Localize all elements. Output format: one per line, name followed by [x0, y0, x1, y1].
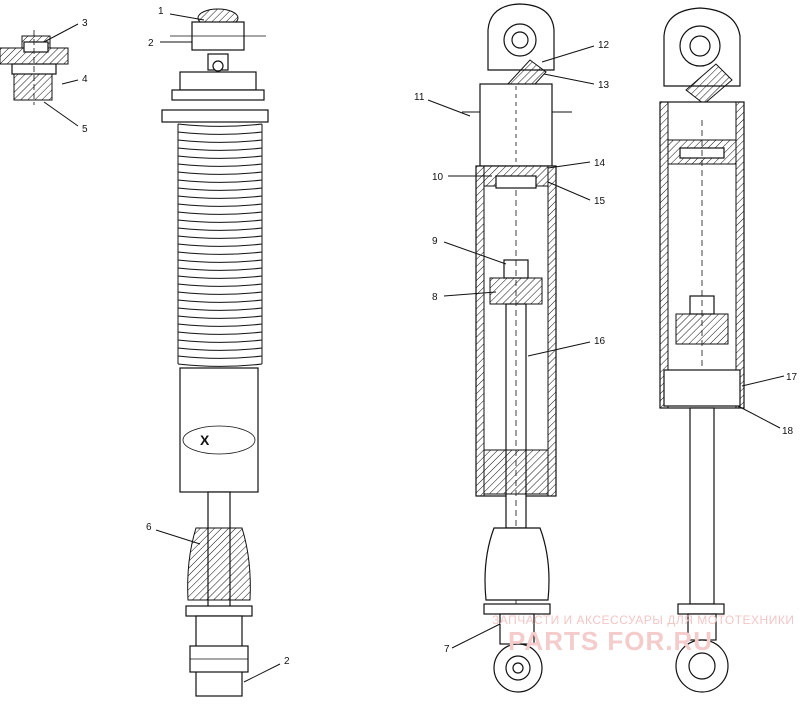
callout-3: 3 — [82, 18, 88, 29]
watermark: ЗАПЧАСТИ И АКСЕССУАРЫ ДЛЯ МОТОТЕХНИКИ PA… — [492, 613, 794, 656]
spring-coil — [177, 363, 263, 367]
spring-coil — [177, 283, 263, 287]
callout-1: 1 — [158, 6, 164, 17]
spring-coil — [177, 235, 263, 239]
spring-coil — [177, 219, 263, 223]
spring-coil — [177, 299, 263, 303]
spring-coil — [177, 307, 263, 311]
callout-15: 15 — [594, 196, 606, 207]
callout-11: 11 — [414, 92, 425, 103]
watermark-logo: PARTS FOR.RU — [508, 626, 713, 656]
spring-coil — [177, 155, 263, 159]
bushing-detail-inset — [0, 30, 69, 105]
watermark-tagline: ЗАПЧАСТИ И АКСЕССУАРЫ ДЛЯ МОТОТЕХНИКИ — [492, 613, 794, 627]
spring-coil — [177, 291, 263, 295]
spring-coil — [177, 139, 263, 143]
spring-coil — [177, 203, 263, 207]
spring-coil — [177, 259, 263, 263]
spring-coil — [177, 123, 263, 127]
spring-coil — [177, 267, 263, 271]
callout-13: 13 — [598, 80, 610, 91]
spring-coil — [177, 275, 263, 279]
callout-2-bottom: 2 — [284, 656, 290, 667]
spring-coil — [177, 163, 263, 167]
callout-9: 9 — [432, 236, 438, 247]
spring-coil — [177, 171, 263, 175]
callout-17: 17 — [786, 372, 798, 383]
callout-12: 12 — [598, 40, 610, 51]
svg-text:X: X — [200, 432, 210, 448]
callout-labels: 3 4 5 1 2 6 2 11 12 13 14 10 15 9 8 16 7… — [82, 6, 798, 667]
callout-7: 7 — [444, 644, 450, 655]
spring-coil — [177, 347, 263, 351]
spring-coil — [177, 187, 263, 191]
spring-coil — [177, 211, 263, 215]
callout-5: 5 — [82, 124, 88, 135]
spring-coil — [177, 195, 263, 199]
spring-coil — [177, 179, 263, 183]
spring-coil — [177, 131, 263, 135]
callout-14: 14 — [594, 158, 606, 169]
spring-coil — [177, 251, 263, 255]
callout-8: 8 — [432, 292, 438, 303]
spring-coil — [177, 243, 263, 247]
callout-10: 10 — [432, 172, 444, 183]
spring-coil — [177, 339, 263, 343]
callout-18: 18 — [782, 426, 794, 437]
callout-4: 4 — [82, 74, 88, 85]
callout-leaders — [43, 13, 785, 683]
spring-coil — [177, 147, 263, 151]
spring-coil — [177, 323, 263, 327]
spring-coil — [177, 355, 263, 359]
coilover-shock-exterior: X — [161, 8, 269, 697]
spring-coil — [177, 315, 263, 319]
callout-6: 6 — [146, 522, 152, 533]
spring-coil — [177, 227, 263, 231]
shock-cutaway-with-seal — [659, 7, 745, 693]
spring-coil — [177, 331, 263, 335]
callout-16: 16 — [594, 336, 606, 347]
callout-2-top: 2 — [148, 38, 154, 49]
coil-spring — [177, 123, 263, 367]
shock-cutaway-view — [462, 3, 572, 693]
